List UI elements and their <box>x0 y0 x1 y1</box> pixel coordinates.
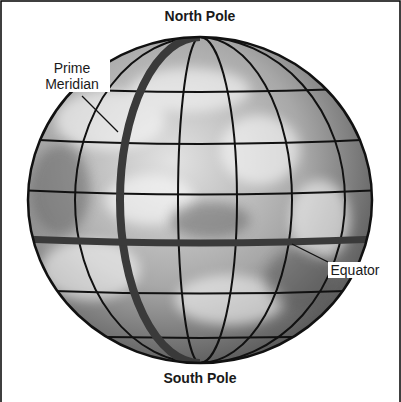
grid-lines <box>0 37 401 363</box>
equator-label: Equator <box>328 262 381 278</box>
globe-outline <box>28 37 372 363</box>
pole-label: North Pole <box>165 8 236 24</box>
pole-label: South Pole <box>161 370 238 386</box>
leader-line <box>82 96 118 132</box>
prime-meridian-line <box>120 37 200 363</box>
clouds <box>30 68 350 325</box>
globe <box>28 37 372 363</box>
leader-line <box>292 244 328 262</box>
equator-line <box>0 238 401 243</box>
meridian-label: Prime Meridian <box>34 60 110 92</box>
